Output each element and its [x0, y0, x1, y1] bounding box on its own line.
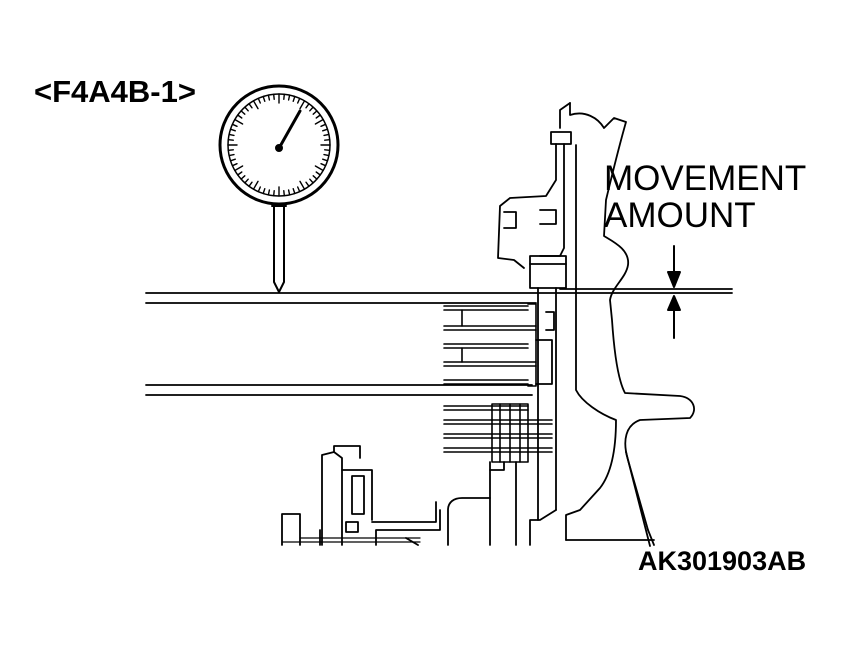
dial-needle — [278, 111, 300, 150]
movement-label-line2: AMOUNT — [604, 196, 756, 235]
dial-tick — [238, 115, 242, 118]
dial-tick — [310, 107, 313, 111]
dial-tick — [254, 181, 259, 189]
dial-tick — [306, 182, 309, 186]
dial-tick — [298, 98, 300, 103]
dial-tick — [241, 111, 245, 114]
dial-indicator — [220, 86, 338, 292]
dial-tick — [229, 134, 234, 135]
clutch-plates-upper — [444, 304, 536, 386]
dial-tick — [228, 140, 233, 141]
dial-tick — [245, 107, 248, 111]
dial-tick — [268, 190, 269, 195]
dial-tick — [310, 179, 313, 183]
dial-tick — [324, 155, 329, 156]
dial-tick — [316, 115, 320, 118]
dial-tick — [249, 104, 252, 108]
dial-tick — [232, 164, 237, 166]
movement-amount-label: MOVEMENT AMOUNT — [604, 160, 806, 234]
dial-tick — [268, 95, 269, 100]
dial-hub — [276, 145, 282, 151]
dial-tick — [293, 189, 295, 194]
dial-tick — [263, 189, 265, 194]
dial-tick — [321, 124, 326, 126]
dial-tick — [300, 101, 305, 109]
dial-tick — [315, 166, 323, 171]
clutch-plates-lower — [444, 404, 552, 462]
dial-tick — [284, 94, 285, 99]
movement-label-line1: MOVEMENT — [604, 159, 807, 198]
dial-tick — [289, 190, 290, 195]
dial-tick — [232, 124, 237, 126]
dial-tick — [323, 129, 328, 131]
dial-tick — [289, 95, 290, 100]
dial-tick — [293, 97, 295, 102]
dial-tick — [298, 187, 300, 192]
movement-arrows — [668, 246, 680, 338]
dial-tick — [274, 191, 275, 196]
dial-tick — [323, 159, 328, 161]
dial-bezel — [220, 86, 338, 204]
dial-tick — [235, 120, 243, 125]
dial-tick — [324, 134, 329, 135]
dial-tick — [229, 155, 234, 156]
dial-tick — [245, 179, 248, 183]
dial-tick — [325, 140, 330, 141]
model-title: <F4A4B-1> — [34, 74, 196, 109]
dial-tick — [231, 159, 236, 161]
dial-tick — [284, 191, 285, 196]
leader-line — [626, 452, 650, 546]
dial-tick — [306, 104, 309, 108]
transmission-case — [560, 103, 694, 545]
piston-assembly — [498, 132, 571, 545]
dial-tick — [258, 98, 260, 103]
dial-tick — [249, 182, 252, 186]
dial-tick — [313, 176, 317, 179]
part-number: AK301903AB — [638, 546, 807, 576]
dial-tick — [263, 97, 265, 102]
dial-tick — [228, 150, 233, 151]
dial-tick — [315, 120, 323, 125]
dial-stem — [274, 204, 284, 292]
dial-tick — [316, 172, 320, 175]
dial-tick — [300, 181, 305, 189]
dial-tick — [274, 94, 275, 99]
dial-tick — [238, 172, 242, 175]
dial-tick — [231, 129, 236, 131]
dial-tick — [235, 166, 243, 171]
dial-ticks — [228, 94, 330, 196]
dial-tick — [313, 111, 317, 114]
dial-tick — [241, 176, 245, 179]
dial-tick — [258, 187, 260, 192]
dial-tick — [325, 150, 330, 151]
lower-drum — [282, 446, 516, 545]
shaft-lines — [146, 289, 732, 395]
dial-tick — [254, 101, 259, 109]
dial-tick — [321, 164, 326, 166]
